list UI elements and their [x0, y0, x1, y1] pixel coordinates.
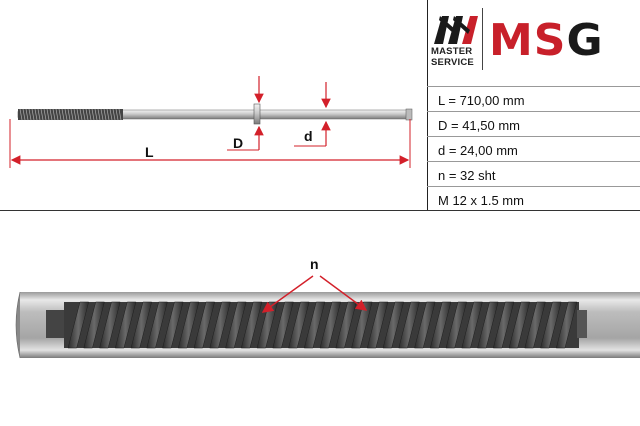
rack-tooth [540, 301, 562, 349]
rack-tooth [382, 301, 404, 349]
rack-teeth [67, 301, 578, 349]
msg-logo-letter: M [489, 15, 534, 66]
spec-table-row-line [427, 136, 640, 137]
dim-label-D: D [233, 135, 244, 151]
rack-tooth [351, 301, 373, 349]
dim-label-L: L [145, 144, 154, 160]
rack-tooth [67, 301, 89, 349]
spec-outer-diameter: D = 41,50 mm [438, 118, 521, 133]
rack-tooth [146, 301, 168, 349]
rack-collar [253, 103, 261, 125]
rack-tooth [130, 301, 152, 349]
rack-tooth [225, 301, 247, 349]
rack-tooth [335, 301, 357, 349]
rack-tooth [99, 301, 121, 349]
rack-tooth [256, 301, 278, 349]
spec-thread: M 12 x 1.5 mm [438, 193, 524, 208]
rack-teeth-closeup [15, 275, 640, 359]
spec-inner-diameter: d = 24,00 mm [438, 143, 518, 158]
rack-tooth [303, 301, 326, 349]
rack-tooth [319, 301, 341, 349]
rack-tooth [209, 301, 231, 349]
dim-label-n: n [310, 256, 319, 272]
rack-overview-drawing [9, 76, 413, 168]
rack-tooth [414, 301, 436, 349]
rack-tooth [193, 301, 215, 349]
rack-tooth [177, 301, 200, 349]
brand-master-line2: SERVICE [431, 57, 474, 68]
rack-left-slot [46, 310, 66, 338]
rack-right-slot [577, 310, 587, 338]
rack-tooth [461, 301, 483, 349]
rack-tooth [240, 301, 263, 349]
rack-tooth [555, 301, 578, 349]
rack-tooth [83, 301, 105, 349]
rack-tooth [524, 301, 546, 349]
rack-tooth [366, 301, 389, 349]
rack-tooth [477, 301, 499, 349]
rack-tooth [272, 301, 294, 349]
spec-table-row-line [427, 161, 640, 162]
rack-tooth [288, 301, 310, 349]
rack-bar-left-end [15, 291, 21, 359]
logo-divider [482, 8, 483, 70]
rack-tooth [508, 301, 530, 349]
dim-label-d: d [304, 128, 313, 144]
msg-logo-text: MSG [489, 15, 604, 66]
n-arrow-right [319, 275, 368, 311]
master-service-logo-icon [434, 16, 478, 44]
rack-tooth [445, 301, 467, 349]
spec-teeth-count: n = 32 sht [438, 168, 496, 183]
rack-tooth [398, 301, 420, 349]
rack-end [405, 108, 413, 121]
spec-table-row-line [427, 111, 640, 112]
rack-tooth [492, 301, 515, 349]
rack-tooth [114, 301, 137, 349]
section-divider [0, 210, 640, 211]
msg-logo-letter: G [566, 15, 604, 66]
msg-logo: MSG [489, 14, 637, 68]
spec-table-left-border [427, 0, 428, 210]
rack-tooth [429, 301, 452, 349]
thread-lines [19, 108, 122, 121]
n-arrow-left [261, 275, 314, 313]
spec-length: L = 710,00 mm [438, 93, 525, 108]
brand-master-line1: MASTER [431, 46, 473, 57]
msg-logo-letter: S [533, 15, 567, 66]
rack-tooth [162, 301, 184, 349]
threaded-end [18, 109, 123, 120]
spec-table-row-line [427, 86, 640, 87]
spec-table-row-line [427, 186, 640, 187]
master-service-wordmark: MASTER SERVICE [431, 46, 474, 68]
